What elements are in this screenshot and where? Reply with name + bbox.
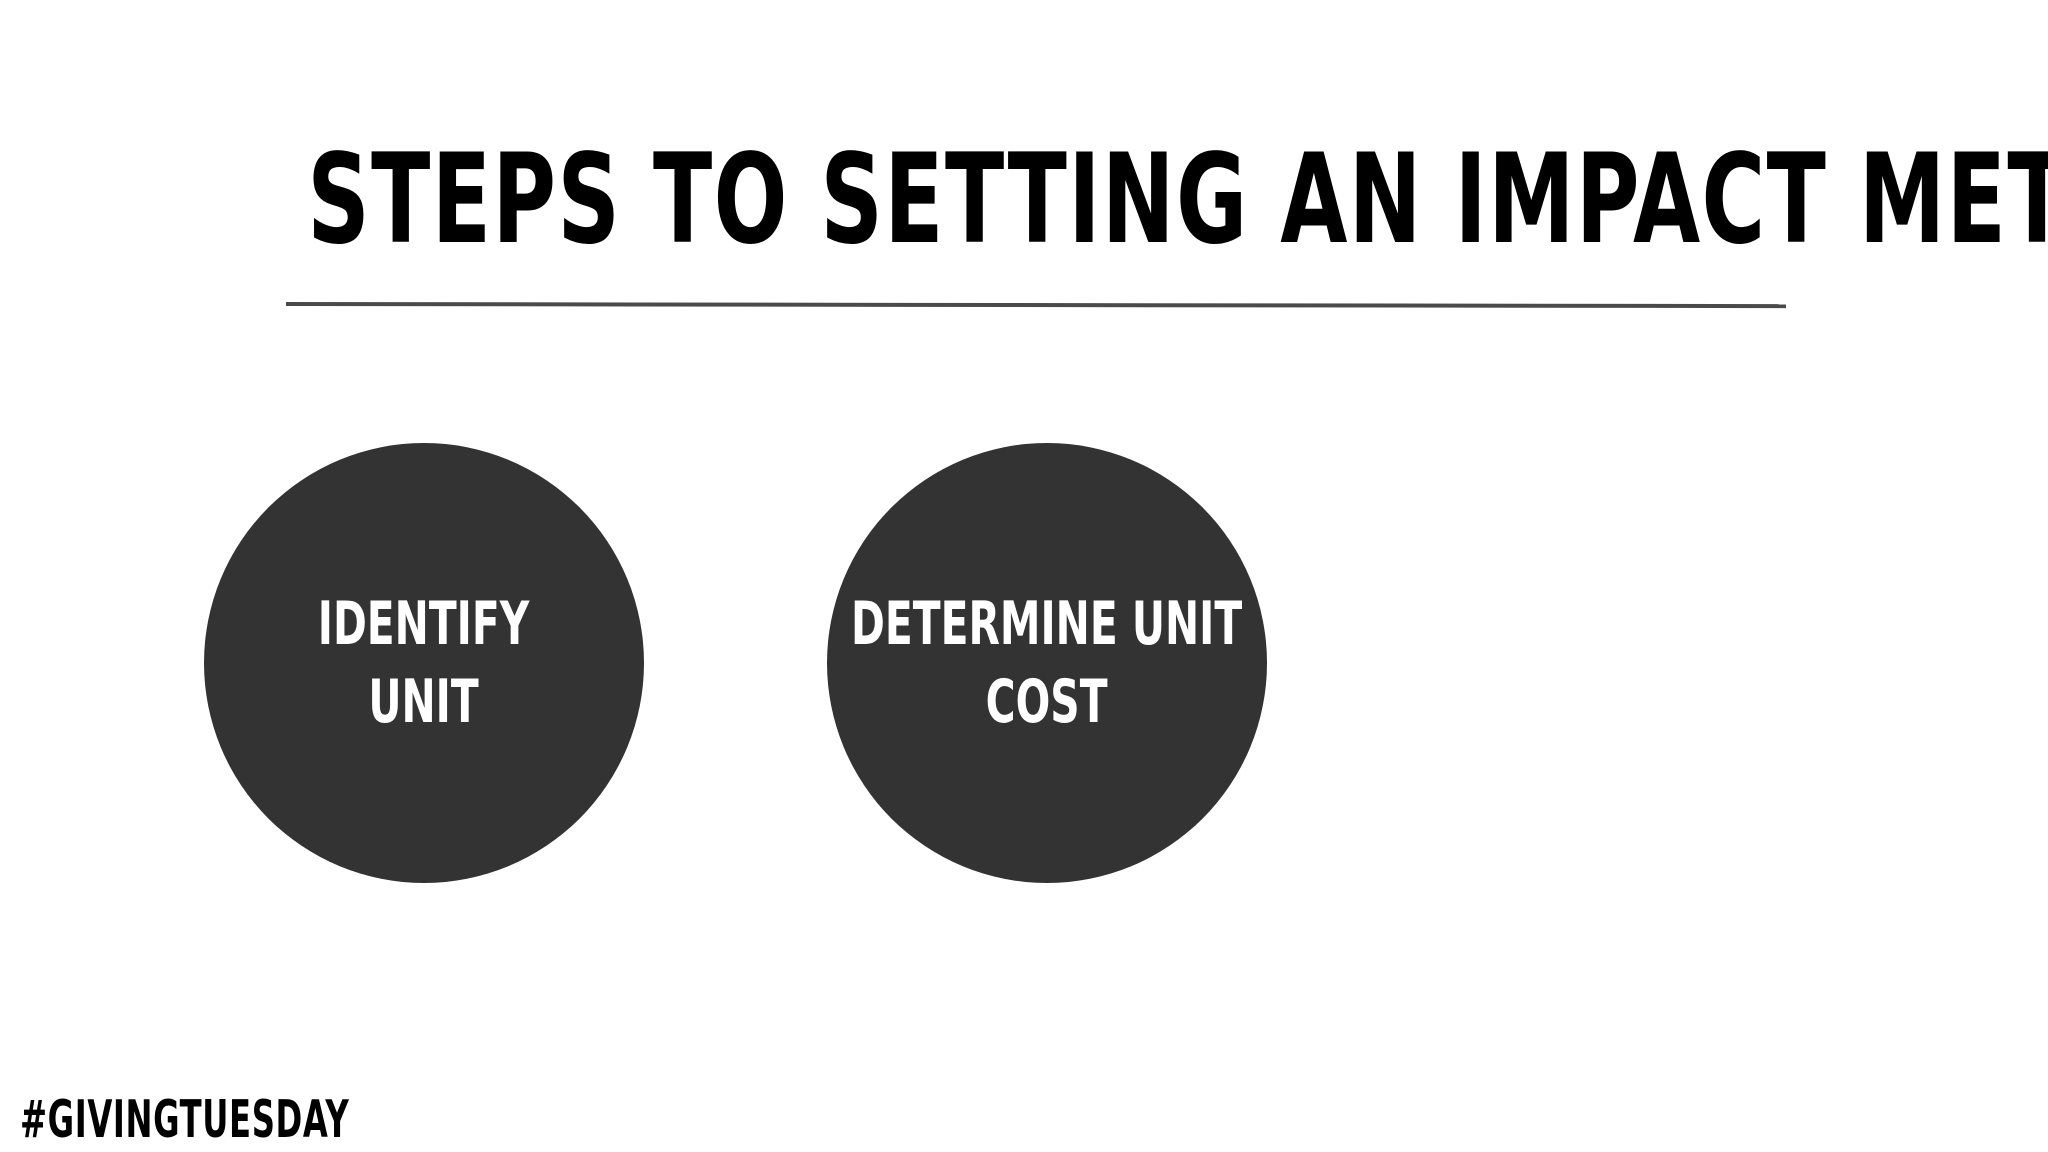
footer-hashtag: #GIVINGTUESDAY xyxy=(20,1090,350,1150)
step-circle-determine-unit-cost: DETERMINE UNIT COST xyxy=(827,443,1267,883)
step-circle-identify-unit: IDENTIFY UNIT xyxy=(204,443,644,883)
step-label-line: COST xyxy=(986,667,1108,737)
title-divider xyxy=(285,302,1786,309)
step-label-line: DETERMINE UNIT xyxy=(851,589,1243,659)
step-label: IDENTIFY UNIT xyxy=(318,585,529,741)
step-label: DETERMINE UNIT COST xyxy=(851,585,1242,741)
step-label-line: IDENTIFY xyxy=(318,589,530,659)
step-label-line: UNIT xyxy=(368,667,480,737)
slide-title: STEPS TO SETTING AN IMPACT METRIC xyxy=(307,128,2048,272)
